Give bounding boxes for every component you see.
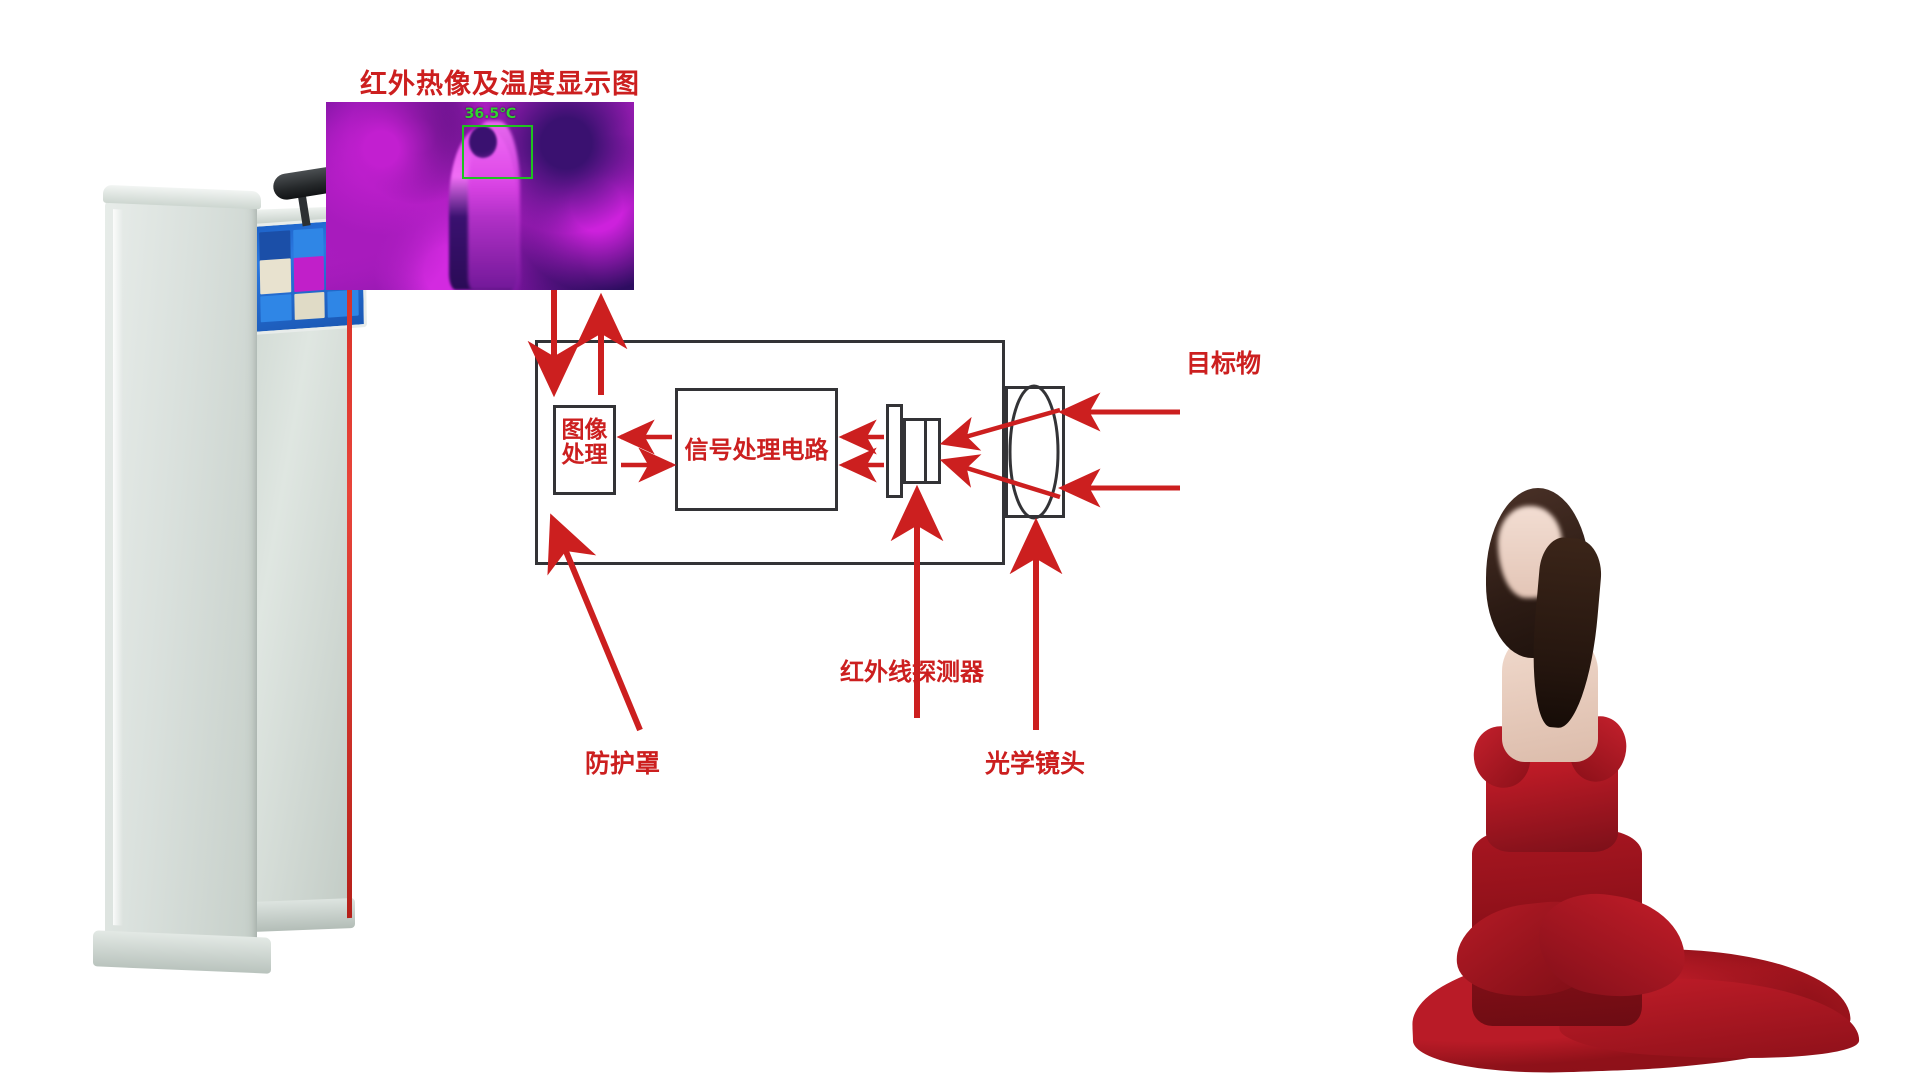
ray-lens-to-detector-top — [939, 407, 1061, 451]
image-processing-block — [553, 405, 616, 495]
gate-far-base — [251, 898, 355, 932]
signal-processing-block — [675, 388, 838, 511]
image-processing-label-line2: 处理 — [561, 442, 608, 469]
image-processing-label: 图像 处理 — [553, 417, 616, 469]
gate-near-panel — [105, 196, 257, 944]
ray-lens-to-detector-bottom — [939, 454, 1061, 500]
thermal-panel-title: 红外热像及温度显示图 — [360, 69, 640, 100]
gate-near-base — [93, 930, 271, 974]
detector-sensor-plate — [886, 404, 903, 498]
thermal-image-panel: 36.5℃ — [326, 102, 634, 290]
detector-body — [903, 418, 941, 484]
signal-processing-label: 信号处理电路 — [684, 436, 829, 464]
target-object-photo — [1410, 480, 1862, 1078]
thermal-subject-head — [469, 126, 497, 159]
target-object-label: 目标物 — [1186, 349, 1262, 378]
callout-protective-cover — [547, 513, 643, 732]
thermal-face-detection-box — [461, 124, 534, 180]
detector-body-inner — [924, 418, 941, 484]
walk-through-gate — [93, 164, 415, 1000]
optical-lens-housing — [1005, 386, 1065, 518]
optical-lens-label: 光学镜头 — [985, 749, 1086, 778]
protective-cover-outline — [535, 340, 1005, 565]
image-processing-label-line1: 图像 — [561, 417, 608, 443]
gate-red-strip-outer — [347, 207, 352, 919]
optical-lens-element — [1008, 384, 1060, 520]
infrared-detector-label: 红外线探测器 — [840, 658, 984, 686]
thermal-temperature-readout: 36.5℃ — [464, 105, 517, 122]
protective-cover-label: 防护罩 — [585, 749, 661, 778]
